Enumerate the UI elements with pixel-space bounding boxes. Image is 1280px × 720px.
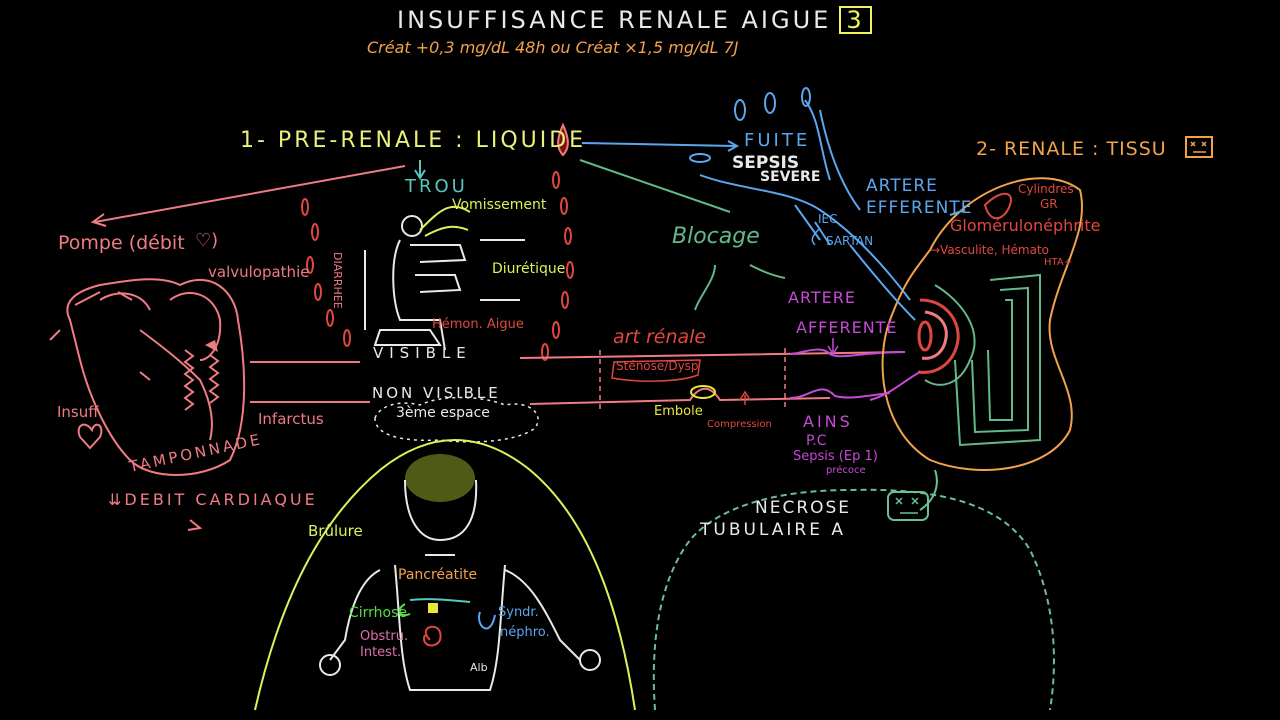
kidney-outline — [881, 177, 1083, 471]
artere-efferente-label-2: EFFERENTE — [866, 198, 973, 218]
hemorragie-label: Hémon. Aigue — [432, 317, 524, 332]
sartan-label: SARTAN — [826, 234, 874, 248]
prerenal-heading: 1- PRE-RENALE : LIQUIDE — [240, 128, 587, 153]
precoce-label: précoce — [826, 465, 866, 476]
insuff-label: Insuff — [57, 403, 99, 421]
renal-heading: 2- RENALE : TISSU — [976, 138, 1167, 160]
fuite-label: FUITE — [744, 130, 811, 151]
cylindres-label: Cylindres — [1018, 182, 1074, 196]
infarctus-label: Infarctus — [258, 410, 324, 428]
non-visible-label: NON VISIBLE — [372, 384, 501, 402]
art-renale-label: art rénale — [613, 326, 707, 348]
title-text: INSUFFISANCE RENALE AIGUE — [397, 6, 832, 34]
sad-box-icon — [1185, 136, 1213, 158]
ains-label: AINS — [803, 412, 853, 431]
alb-label: Alb — [470, 661, 488, 674]
boy-figure — [319, 479, 601, 691]
heart-drawing — [49, 278, 246, 476]
body-outline — [254, 439, 636, 711]
pc-label: P.C — [806, 433, 827, 449]
diuretique-label: Diurétique — [492, 261, 566, 277]
valvulopathie-label: valvulopathie — [208, 263, 310, 281]
brulure-label: Brûlure — [308, 522, 363, 540]
hta-label: HTA+ — [1044, 257, 1073, 268]
sepsis-label: SEPSIS — [732, 153, 800, 173]
stenose-label: Sténose/Dysp — [616, 359, 699, 373]
artere-efferente-label-1: ARTERE — [866, 176, 938, 196]
intest-label: Intest. — [360, 645, 402, 660]
pompe-label: Pompe (débit — [58, 232, 185, 254]
compression-label: Compression — [707, 419, 772, 430]
arrow-to-pompe — [94, 165, 406, 223]
cirrhose-label: Cirrhose — [349, 605, 408, 621]
diarrhee-label: DIARRHEE — [331, 252, 344, 309]
necrosis-cloud — [652, 488, 1055, 711]
glomerulus-icon — [917, 298, 960, 374]
blood-drop-icon — [557, 122, 569, 157]
artere-afferente-label-1: ARTERE — [788, 288, 857, 307]
glomerulo-label: Glomérulonéphrite — [950, 216, 1101, 235]
necrose-label-1: NECROSE — [755, 498, 852, 518]
third-space-label: 3ème espace — [396, 405, 490, 421]
sitting-figure — [364, 215, 525, 351]
drops-decoration — [301, 171, 574, 361]
arrow-to-blocage — [579, 159, 731, 213]
nonvisible-line — [250, 387, 831, 405]
arrow-degit — [187, 519, 203, 531]
gr-label: GR — [1040, 197, 1058, 211]
sad-kidney-icon — [887, 491, 929, 521]
necrose-label-2: TUBULAIRE A — [700, 520, 847, 540]
debit-cardiaque-text: DEBIT CARDIAQUE — [124, 490, 318, 509]
embole-icon — [690, 385, 716, 399]
obstru-label: Obstru. — [360, 629, 409, 644]
vasculite-label: →Vasculite, Hémato — [930, 243, 1050, 257]
heart-small-icon: ♡) — [195, 230, 219, 251]
severe-label: SEVERE — [760, 169, 821, 185]
arrow-to-fuite — [581, 142, 736, 147]
visible-label: VISIBLE — [373, 344, 472, 362]
visible-line — [250, 351, 906, 363]
nephron-drawing — [924, 273, 1041, 447]
episode-badge: 3 — [839, 6, 872, 34]
hand-leak-sketch — [689, 87, 911, 301]
debit-cardiaque-label: ⇊DEBIT CARDIAQUE — [108, 490, 318, 509]
third-space-cloud — [374, 396, 539, 443]
nephro-label: néphro. — [500, 625, 550, 640]
pancreatite-label: Pancréatite — [398, 567, 478, 583]
sepsis-ep1-label: Sepsis (Ep 1) — [793, 449, 878, 464]
blocage-label: Blocage — [672, 224, 760, 249]
iec-label: IEC — [818, 212, 838, 226]
vomissement-label: Vomissement — [452, 197, 547, 213]
criteria-text: Créat +0,3 mg/dL 48h ou Créat ×1,5 mg/dL… — [367, 38, 739, 57]
trou-label: TROU — [405, 176, 468, 197]
embole-label: Embole — [654, 404, 703, 419]
artere-afferente-label-2: AFFERENTE — [796, 318, 898, 337]
syndr-label: Syndr. — [498, 605, 539, 620]
